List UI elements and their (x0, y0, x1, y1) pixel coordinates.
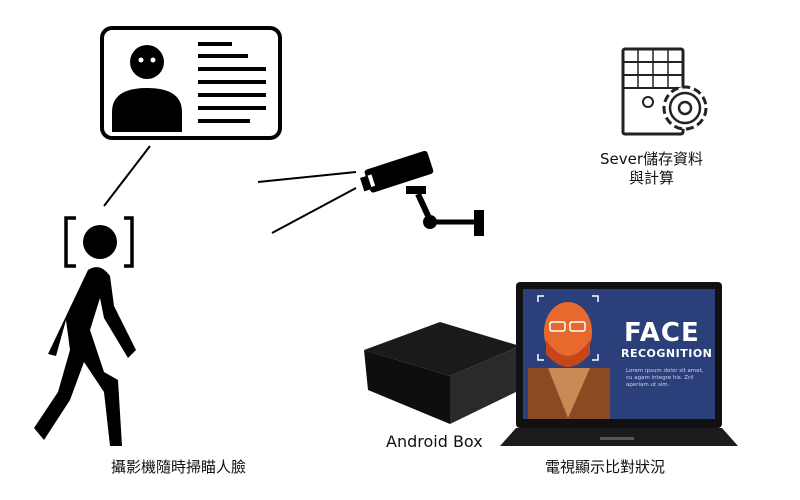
security-camera-icon (360, 150, 484, 236)
screen-title: FACE (624, 318, 700, 348)
camera-view-line-top (257, 171, 357, 183)
android-box-icon (364, 322, 520, 424)
tv-label: 電視顯示比對狀況 (545, 458, 666, 476)
connector-line (103, 145, 151, 207)
laptop-icon (500, 282, 738, 446)
camera-view-line-bottom (271, 187, 357, 234)
server-gear-icon (621, 47, 708, 136)
id-card-icon (100, 26, 282, 140)
screen-body-text: Lorem ipsum dolor sit amet, cu agam inte… (626, 368, 704, 388)
walking-person-icon (34, 216, 136, 446)
server-label-line2: 與計算 (629, 169, 675, 187)
screen-subtitle: RECOGNITION (621, 347, 713, 360)
server-label-line1: Sever儲存資料 (600, 150, 704, 168)
server-label: Sever儲存資料 與計算 (600, 150, 703, 188)
android-box-label: Android Box (386, 432, 483, 451)
person-label: 攝影機隨時掃瞄人臉 (111, 458, 247, 476)
